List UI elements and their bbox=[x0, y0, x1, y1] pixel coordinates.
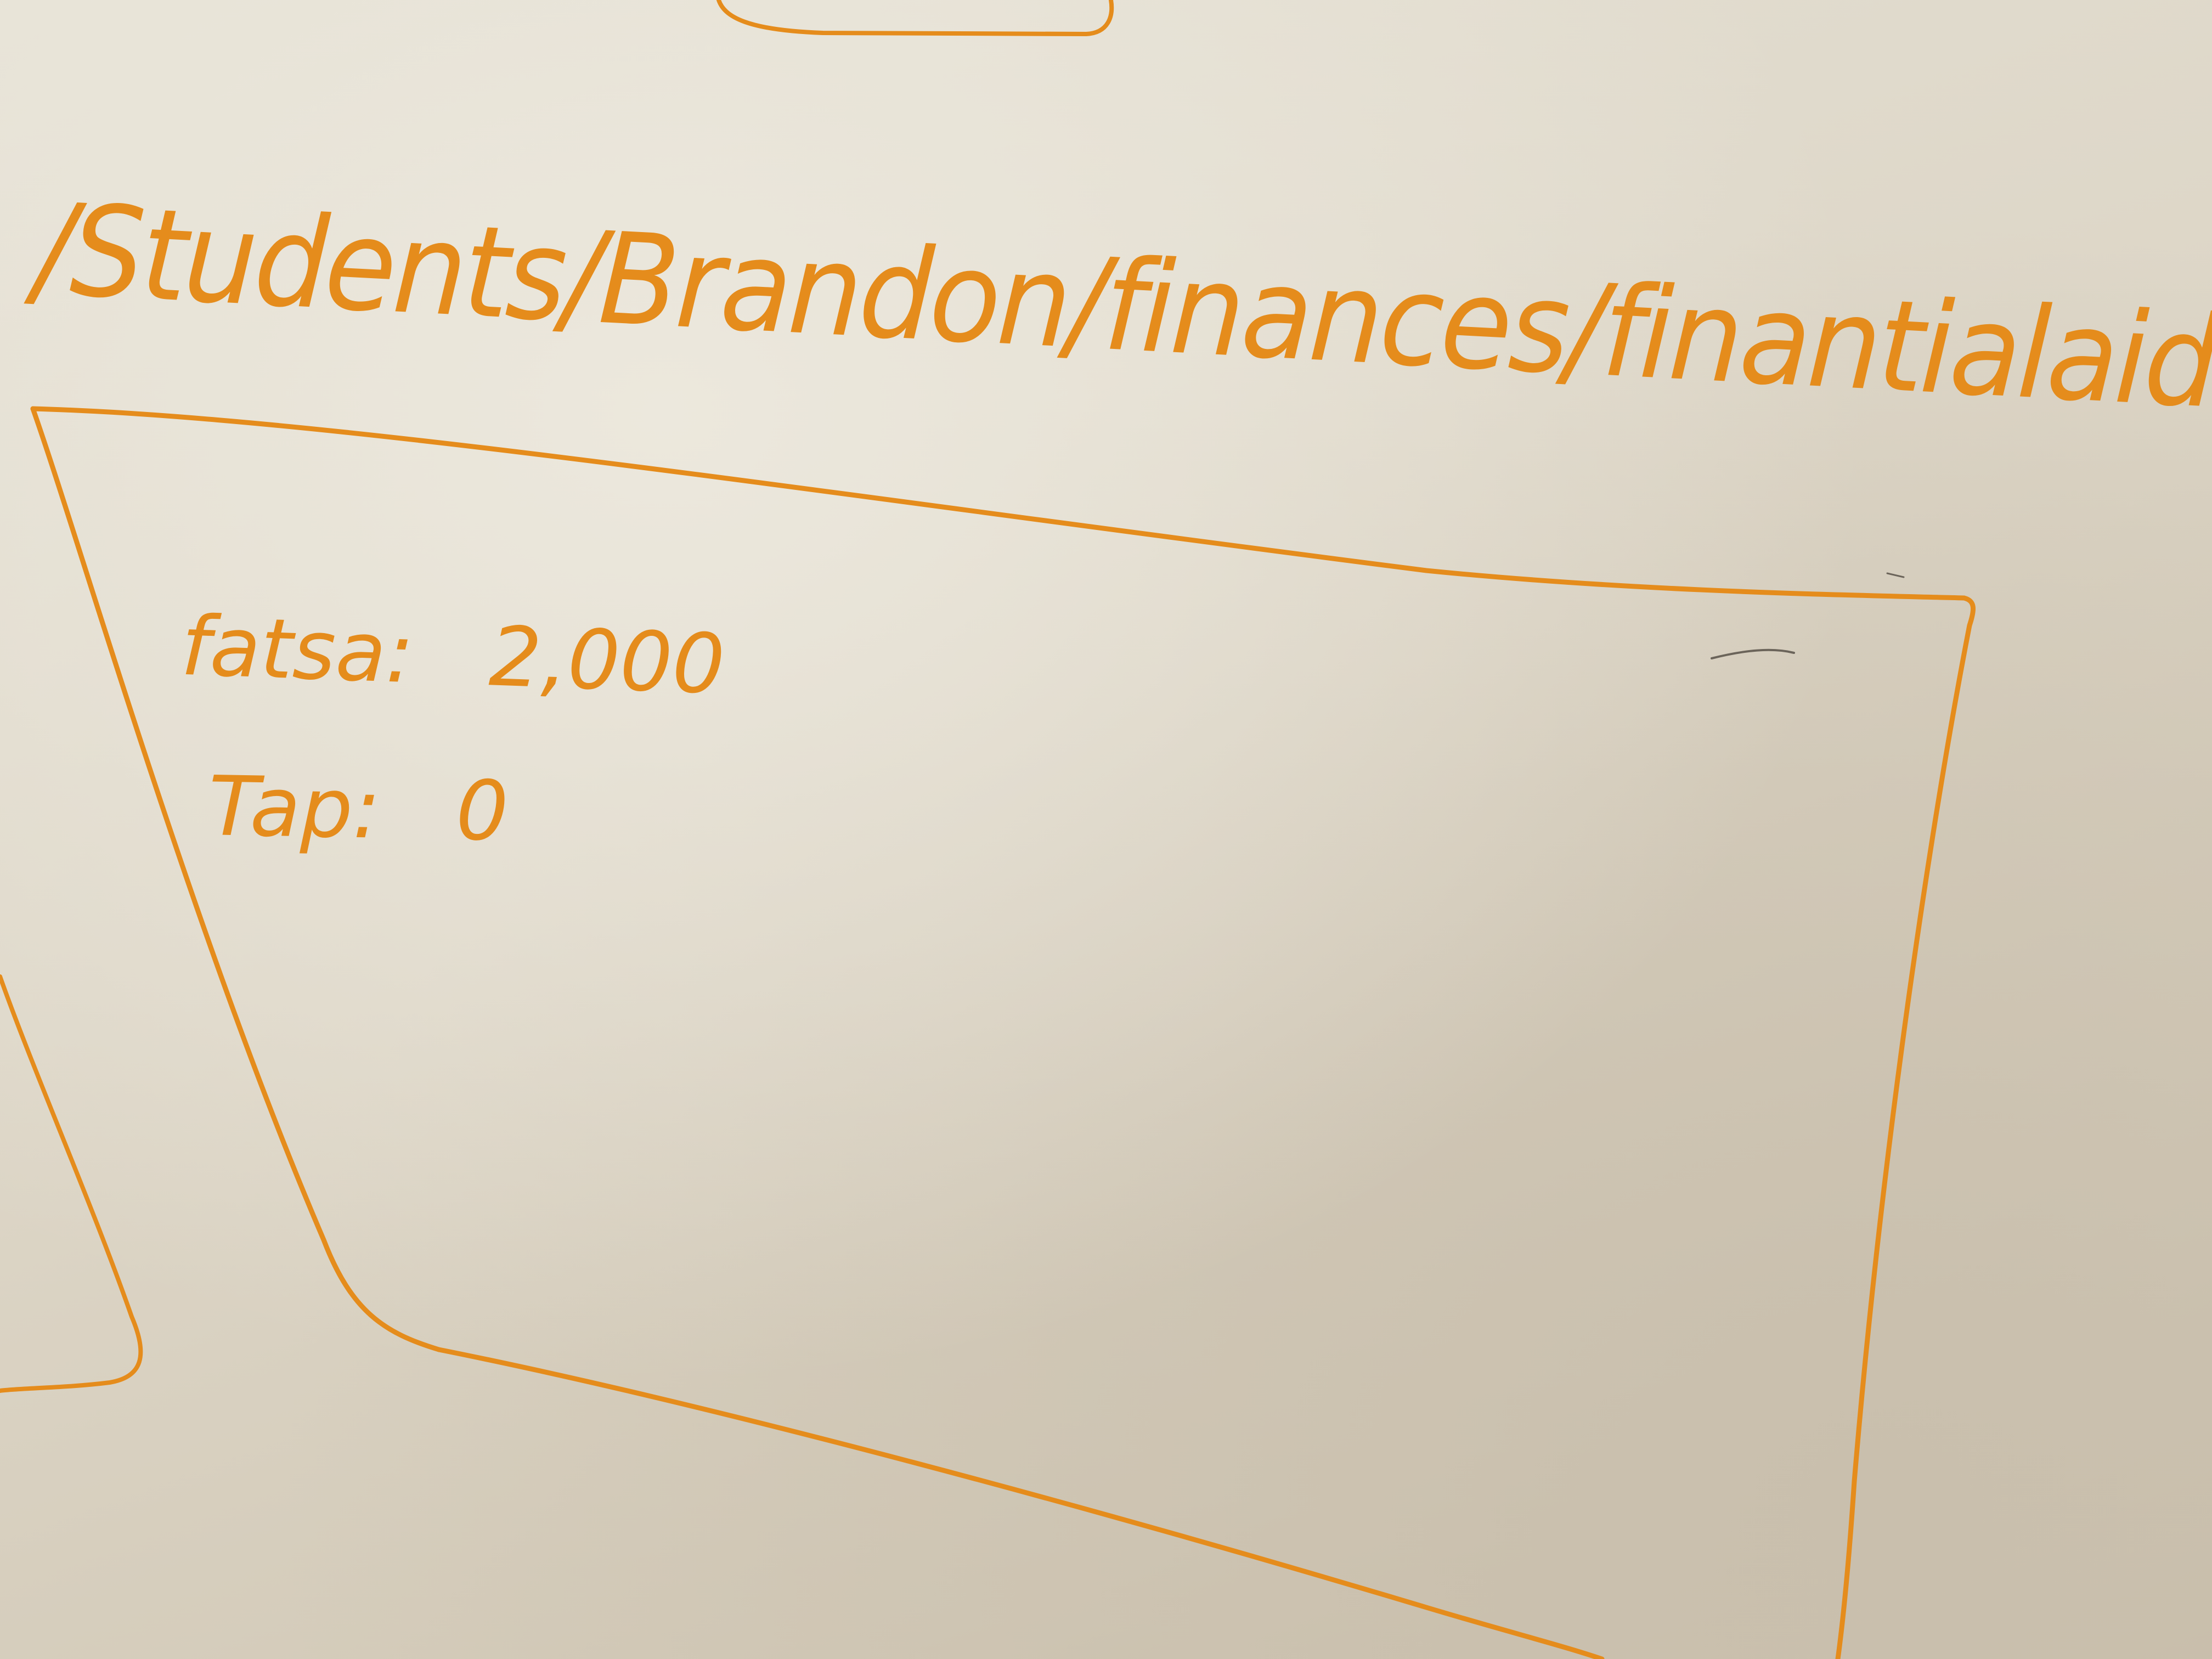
marker-smudge-small bbox=[1886, 572, 1905, 578]
previous-box-edge bbox=[716, 0, 1114, 37]
folder-right-edge bbox=[1835, 595, 1976, 1659]
field-value: 2,000 bbox=[487, 609, 726, 713]
field-label: fatsa: bbox=[179, 598, 416, 702]
field-label: Tap: bbox=[207, 759, 382, 857]
field-row-fatsa: fatsa: 2,000 bbox=[179, 598, 726, 713]
folder-left-edge bbox=[30, 406, 442, 1352]
folder-top-edge bbox=[30, 406, 1967, 601]
left-partial-folder bbox=[0, 974, 143, 1393]
marker-smudge bbox=[1711, 648, 1795, 659]
field-value: 0 bbox=[455, 763, 510, 860]
folder-bottom-edge bbox=[436, 1347, 1605, 1659]
field-row-tap: Tap: 0 bbox=[207, 759, 510, 860]
